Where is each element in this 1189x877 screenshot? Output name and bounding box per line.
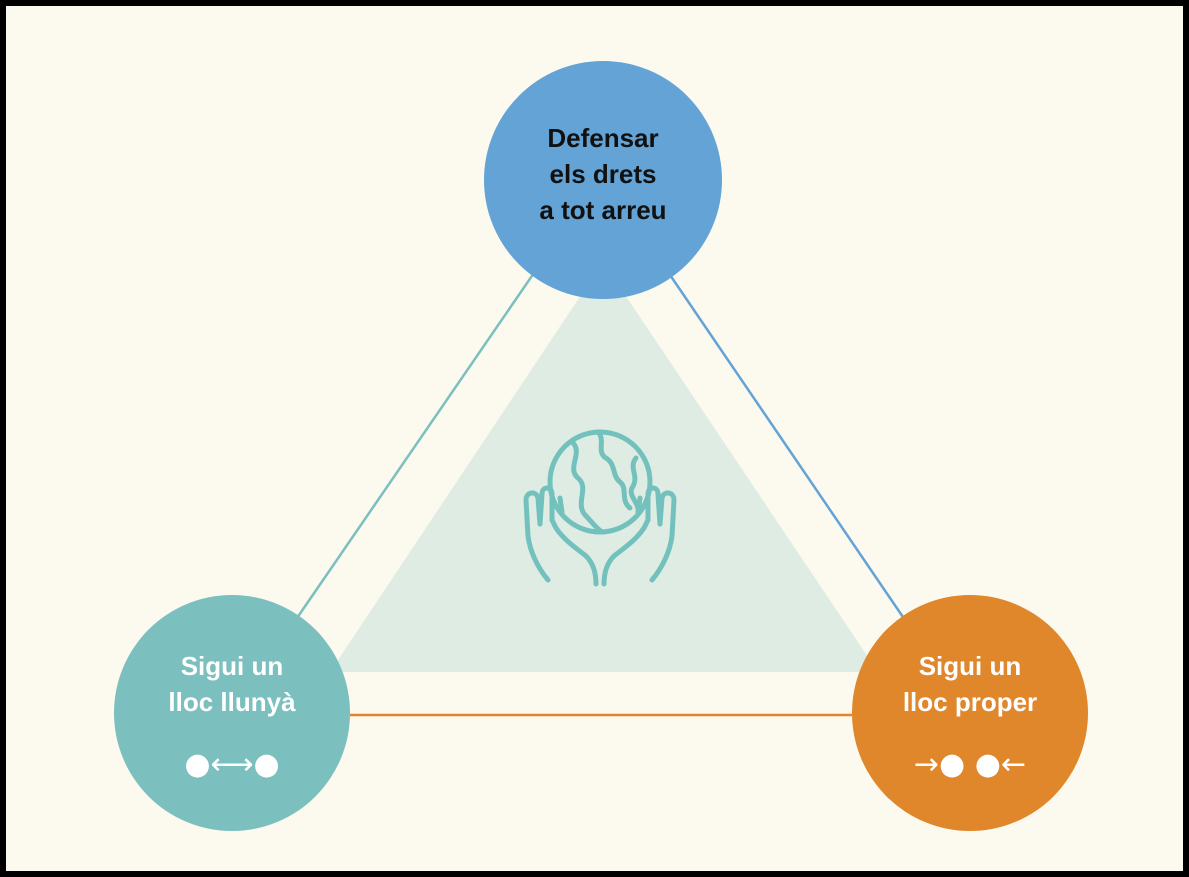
node-top-circle xyxy=(484,61,722,299)
node-right-circle xyxy=(852,595,1088,831)
node-left-circle xyxy=(114,595,350,831)
node-top-label: Defensar els drets a tot arreu xyxy=(539,123,667,225)
distance-far-icon: ●⟷● xyxy=(184,747,280,782)
node-left-label: Sigui un lloc llunyà xyxy=(168,651,296,717)
top-border xyxy=(0,0,1189,6)
node-right-label: Sigui un lloc proper xyxy=(902,651,1038,717)
edge-top-right xyxy=(666,271,907,621)
inner-triangle xyxy=(330,262,878,672)
globe-in-hands-icon xyxy=(523,429,677,587)
distance-near-icon: →● ●← xyxy=(913,747,1027,782)
edge-top-left xyxy=(295,269,538,619)
